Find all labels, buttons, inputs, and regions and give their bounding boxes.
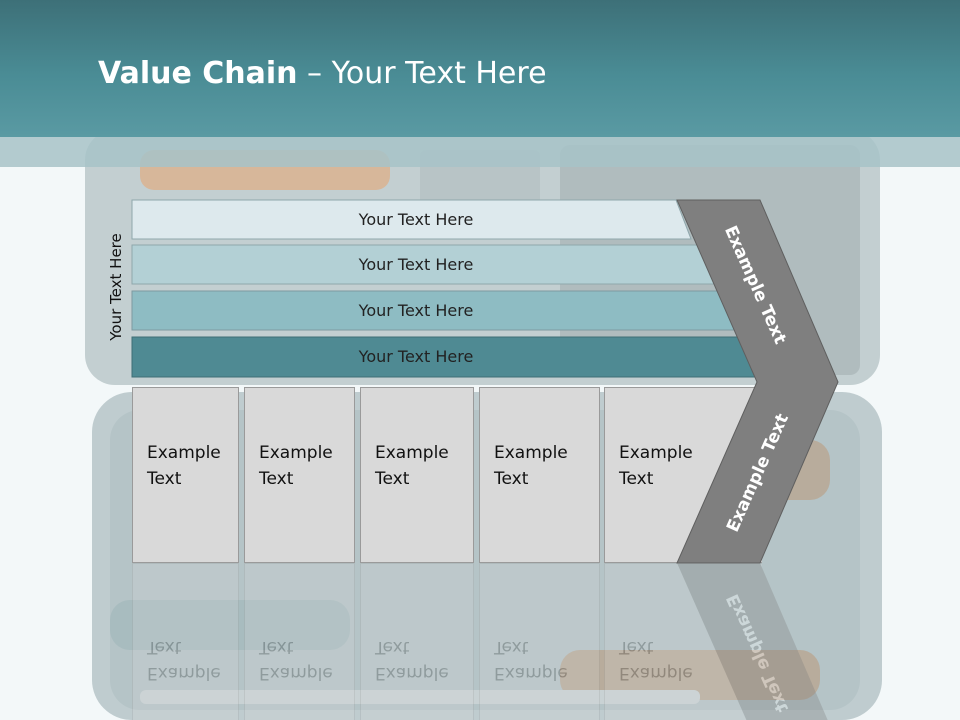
column-2-line1: Example [259, 443, 333, 463]
column-5-line1: Example [619, 443, 693, 463]
column-5-line2: Text [619, 469, 654, 489]
column-2-line2: Text [259, 469, 294, 489]
bar-2-label: Your Text Here [358, 255, 474, 274]
header-band [0, 137, 960, 167]
bar-3[interactable]: Your Text Here [131, 290, 740, 331]
page-title: Value Chain – Your Text Here [98, 56, 547, 91]
side-label: Your Text Here [107, 233, 125, 341]
bar-3-label: Your Text Here [358, 301, 474, 320]
reflect-chevron [677, 563, 838, 720]
column-3-line1: Example [375, 443, 449, 463]
bar-1-label: Your Text Here [358, 210, 474, 229]
column-1-line1: Example [147, 443, 221, 463]
bar-2[interactable]: Your Text Here [131, 244, 717, 285]
column-4-line2: Text [494, 469, 529, 489]
bar-4-label: Your Text Here [358, 347, 474, 366]
bar-1[interactable]: Your Text Here [131, 199, 692, 240]
column-4-line1: Example [494, 443, 568, 463]
bar-4[interactable]: Your Text Here [131, 336, 764, 378]
column-3-line2: Text [375, 469, 410, 489]
column-1-line2: Text [147, 469, 182, 489]
title-header [0, 0, 960, 137]
